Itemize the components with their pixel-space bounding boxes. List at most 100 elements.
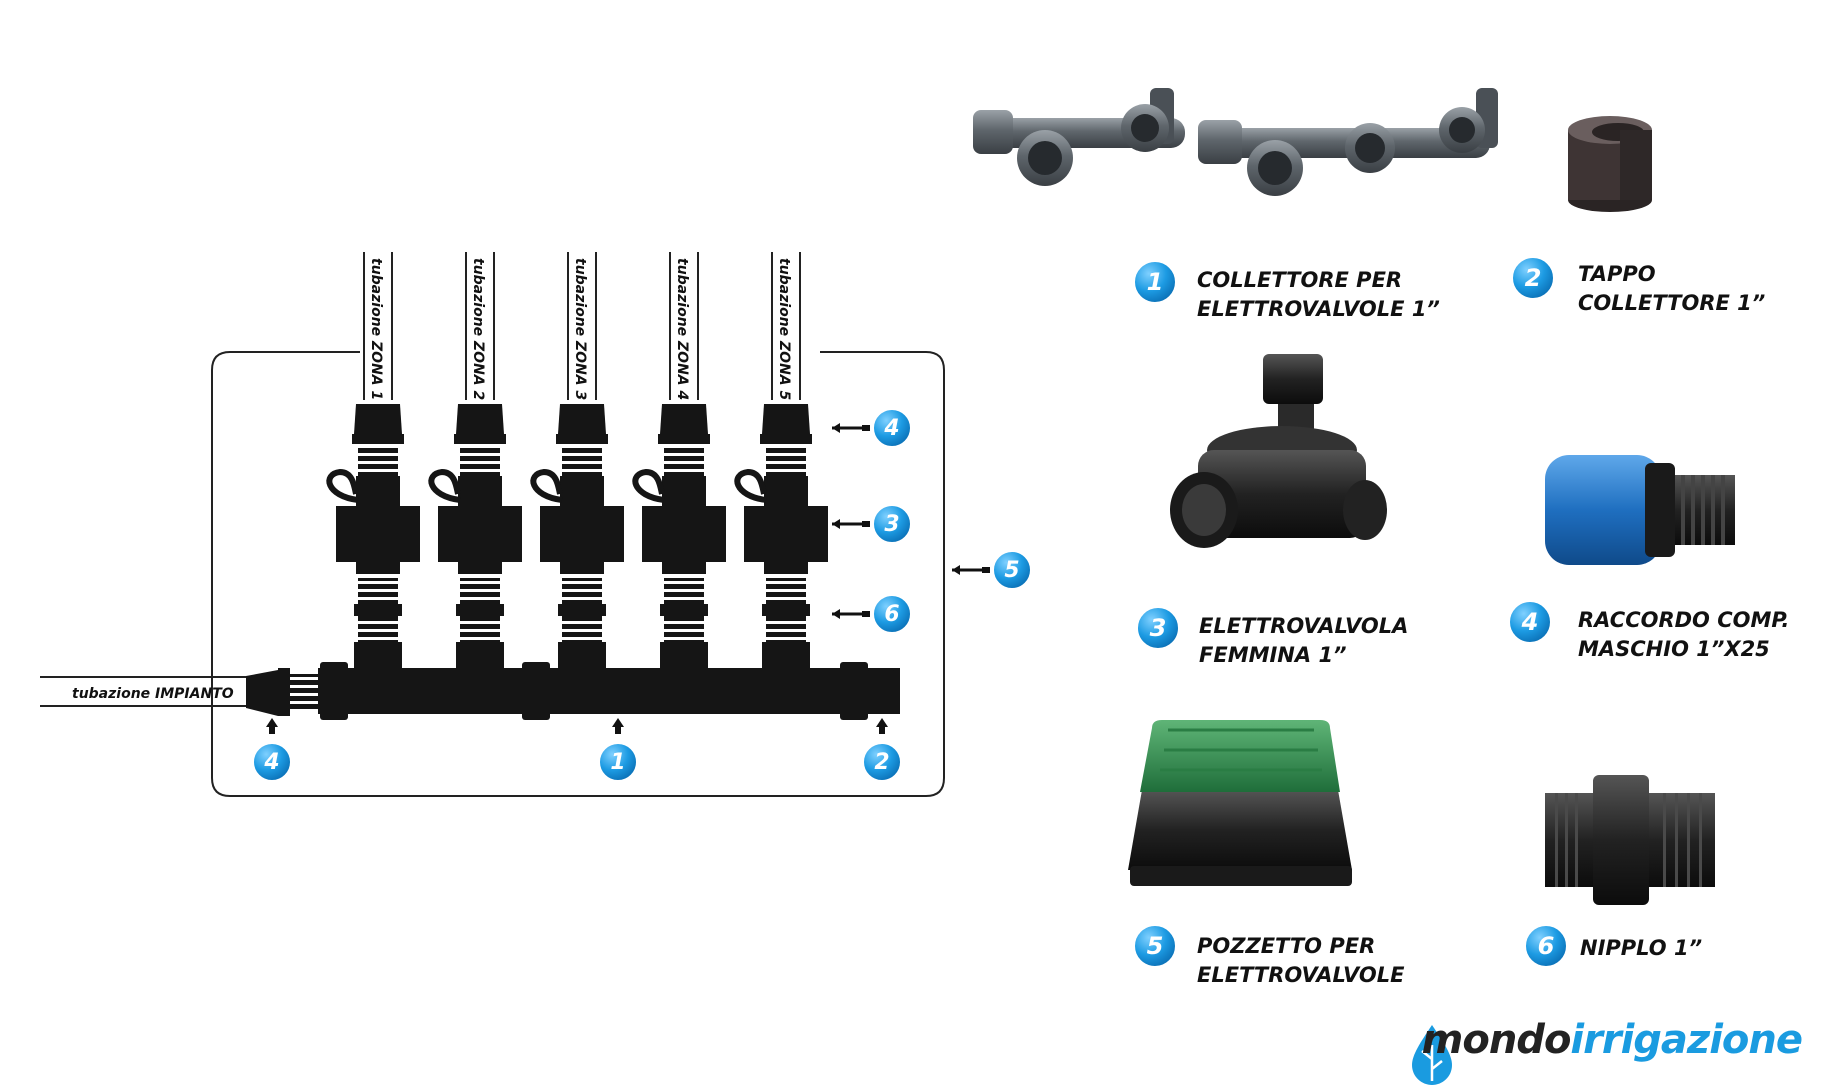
nipple-thread-b-1 (358, 616, 398, 642)
zone-fitting-nut-1 (352, 434, 404, 444)
legend-1-line2: ELETTROVALVOLE 1” (1197, 297, 1440, 321)
zone-fitting-nut-3 (556, 434, 608, 444)
valve-bottom-1 (356, 562, 400, 574)
zone-fitting-5 (762, 404, 810, 434)
bottom-callout-2: 1 (598, 718, 638, 782)
valve-bottom-4 (662, 562, 706, 574)
arrow-left-icon (832, 519, 840, 529)
valve-top-1 (356, 476, 400, 506)
legend-label-2: TAPPO COLLETTORE 1” (1578, 260, 1765, 318)
valve-body-2 (438, 506, 522, 562)
solenoid-wire-2 (428, 468, 461, 503)
cap-photo (1568, 116, 1652, 212)
legend-badge-3: 3 (1136, 606, 1180, 650)
nipple-photo (1545, 775, 1715, 905)
callout-badge-side-2-number: 3 (884, 512, 899, 537)
legend-badge-6: 6 (1524, 924, 1568, 968)
valve-bottom-2 (458, 562, 502, 574)
bottom-callout-1: 4 (252, 718, 292, 782)
nipple-hex-5 (762, 604, 810, 616)
valve-box-outline (211, 351, 945, 797)
callout-arrow-tail (862, 521, 870, 527)
zone-fitting-nut-2 (454, 434, 506, 444)
legend-badge-2-number: 2 (1525, 264, 1542, 292)
callout-arrow-shaft (615, 726, 621, 734)
callout-badge-bottom-3: 2 (862, 742, 902, 782)
callout-badge-bottom-2: 1 (598, 742, 638, 782)
callout-arrow-tail (862, 611, 870, 617)
legend-4-line2: MASCHIO 1”X25 (1578, 637, 1770, 661)
legend-label-4: RACCORDO COMP. MASCHIO 1”X25 (1578, 606, 1789, 664)
nipple-hex-4 (660, 604, 708, 616)
legend-2-line1: TAPPO (1578, 262, 1656, 286)
zone-label-4: tubazione ZONA 4 (674, 258, 690, 400)
manifold-2way-photo (973, 88, 1185, 186)
legend-badge-1: 1 (1133, 260, 1177, 304)
arrow-up-icon (612, 718, 624, 727)
valve-top-4 (662, 476, 706, 506)
brand-part1: mondo (1421, 1017, 1572, 1063)
valve-top-3 (560, 476, 604, 506)
valve-bottom-3 (560, 562, 604, 574)
zone-fitting-1 (354, 404, 402, 434)
valve-body-3 (540, 506, 624, 562)
legend-5-line1: POZZETTO PER (1197, 934, 1376, 958)
zone-fitting-2 (456, 404, 504, 434)
zone-label-2: tubazione ZONA 2 (470, 258, 486, 400)
zone-fitting-4 (660, 404, 708, 434)
callout-arrow-shaft (879, 726, 885, 734)
manifold-outlet-2 (456, 642, 504, 670)
zone-label-5: tubazione ZONA 5 (776, 258, 792, 401)
nipple-thread-b-5 (766, 616, 806, 642)
valve-body-5 (744, 506, 828, 562)
callout-badge-side-1-number: 4 (883, 416, 899, 441)
solenoid-wire-3 (530, 468, 563, 503)
manifold-3way-photo (1198, 88, 1498, 196)
solenoid-valve-photo (1170, 354, 1387, 548)
valve-top-2 (458, 476, 502, 506)
legend-badge-5-number: 5 (1147, 932, 1164, 960)
legend-badges: 1 2 3 4 5 6 (1133, 256, 1568, 968)
manifold-outlet-5 (762, 642, 810, 670)
zone-thread-top-1 (358, 446, 398, 476)
zone-fitting-nut-5 (760, 434, 812, 444)
inlet-fitting-nut (278, 668, 290, 716)
inlet-label: tubazione IMPIANTO (72, 686, 234, 702)
solenoid-wire-1 (326, 468, 359, 503)
legend-6-line1: NIPPLO 1” (1580, 936, 1703, 960)
nipple-thread-a-1 (358, 578, 398, 604)
legend-3-line2: FEMMINA 1” (1199, 643, 1347, 667)
side-callout-1: 4 (832, 408, 912, 448)
callout-arrow-tail (862, 425, 870, 431)
legend-badge-6-number: 6 (1538, 932, 1555, 960)
inlet-fitting (246, 670, 278, 716)
legend-5-line2: ELETTROVALVOLE (1197, 963, 1405, 987)
manifold-outlet-1 (354, 642, 402, 670)
nipple-hex-1 (354, 604, 402, 616)
nipple-thread-b-4 (664, 616, 704, 642)
bottom-callout-3: 2 (862, 718, 902, 782)
side-callout-2: 3 (832, 504, 912, 544)
arrow-left-icon (832, 423, 840, 433)
zone-column-2: tubazione ZONA 2 (428, 252, 522, 670)
callout-arrow-tail (982, 567, 990, 573)
nipple-hex-2 (456, 604, 504, 616)
callout-badge-bottom-1: 4 (252, 742, 292, 782)
manifold-outlet-3 (558, 642, 606, 670)
callouts-bottom: 4 1 2 (252, 718, 902, 782)
nipple-thread-a-2 (460, 578, 500, 604)
arrow-up-icon (266, 718, 278, 727)
legend-label-1: COLLETTORE PER ELETTROVALVOLE 1” (1197, 266, 1440, 324)
manifold-body (318, 668, 900, 714)
callout-badge-bottom-1-number: 4 (263, 750, 279, 775)
callout-badge-bottom-2-number: 1 (610, 750, 625, 775)
manifold-outlet-4 (660, 642, 708, 670)
legend-badge-4-number: 4 (1521, 608, 1539, 636)
legend-4-line1: RACCORDO COMP. (1578, 608, 1790, 632)
legend-label-5: POZZETTO PER ELETTROVALVOLE (1197, 932, 1405, 990)
zone-column-3: tubazione ZONA 3 (530, 252, 624, 670)
compression-fitting-photo (1545, 455, 1735, 565)
drop-leaf-icon (1412, 1025, 1452, 1085)
